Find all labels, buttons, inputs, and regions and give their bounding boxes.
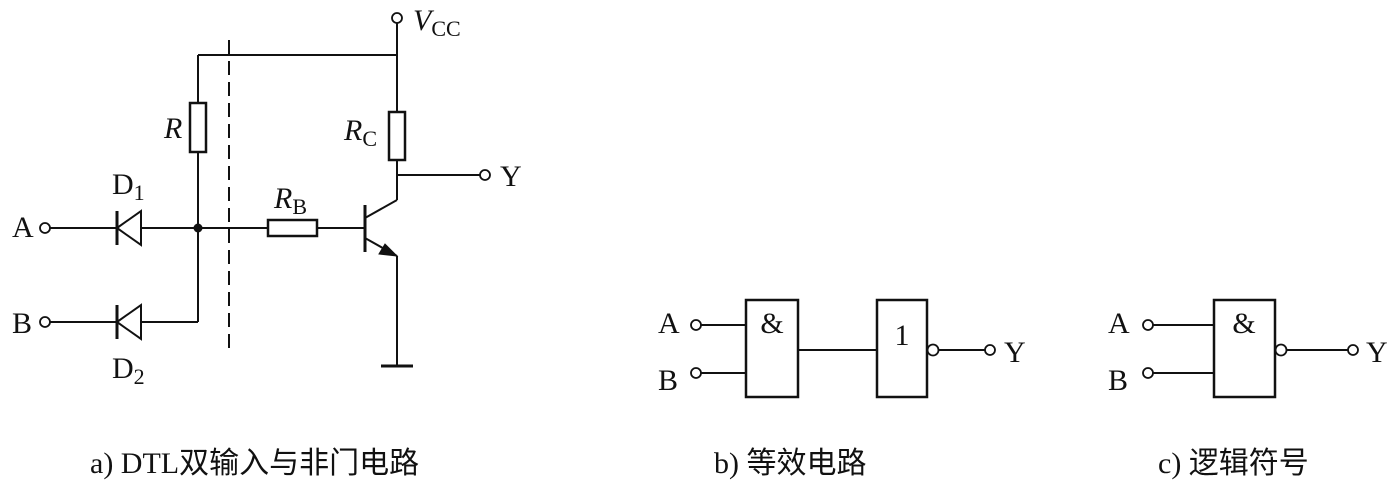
diode-d1-label: D1	[112, 168, 145, 205]
equiv-input-a-terminal	[690, 319, 702, 331]
caption-a: a) DTL双输入与非门电路	[90, 447, 419, 480]
resistor-rc	[387, 110, 407, 162]
symbol-input-a-terminal	[1142, 319, 1154, 331]
symbol-input-a-label: A	[1108, 307, 1130, 340]
symbol-output-terminal	[1347, 344, 1359, 356]
equiv-input-b-label: B	[658, 364, 678, 397]
input-b-label: B	[12, 307, 32, 340]
and-gate-box	[744, 298, 800, 399]
and-gate-symbol: &	[760, 307, 783, 340]
symbol-output-y-label: Y	[1366, 336, 1388, 369]
vcc-label: VCC	[413, 4, 461, 41]
resistor-rb-label: RB	[273, 182, 307, 219]
output-y-terminal	[479, 169, 491, 181]
resistor-r	[188, 101, 208, 154]
not-gate-inversion-bubble	[926, 343, 940, 357]
equiv-input-a-label: A	[658, 307, 680, 340]
equiv-output-y-label: Y	[1004, 336, 1026, 369]
output-y-label: Y	[500, 160, 522, 193]
symbol-input-b-terminal	[1142, 367, 1154, 379]
resistor-r-label: R	[163, 112, 182, 145]
nand-inversion-bubble	[1274, 343, 1288, 357]
input-a-label: A	[12, 211, 34, 244]
diode-d2	[115, 303, 142, 341]
logic-symbol: A B & Y c) 逻辑符号	[1108, 298, 1388, 480]
equiv-output-terminal	[984, 344, 996, 356]
nand-gate-symbol: &	[1232, 307, 1255, 340]
vcc-terminal	[391, 12, 403, 24]
equiv-input-b-terminal	[690, 367, 702, 379]
caption-b: b) 等效电路	[714, 447, 867, 480]
dtl-circuit: VCC R RC Y A D1 B D	[12, 4, 522, 480]
not-gate-box	[875, 298, 929, 399]
diode-d2-label: D2	[112, 352, 145, 389]
symbol-input-b-label: B	[1108, 364, 1128, 397]
resistor-rb	[266, 218, 319, 238]
input-b-terminal	[39, 316, 51, 328]
not-gate-symbol: 1	[895, 319, 910, 352]
npn-transistor	[363, 199, 399, 257]
caption-c: c) 逻辑符号	[1158, 447, 1309, 480]
equivalent-circuit: A B & 1 Y b) 等效电路	[658, 298, 1026, 480]
resistor-rc-label: RC	[343, 114, 377, 151]
diode-d1	[115, 209, 142, 247]
input-a-terminal	[39, 222, 51, 234]
